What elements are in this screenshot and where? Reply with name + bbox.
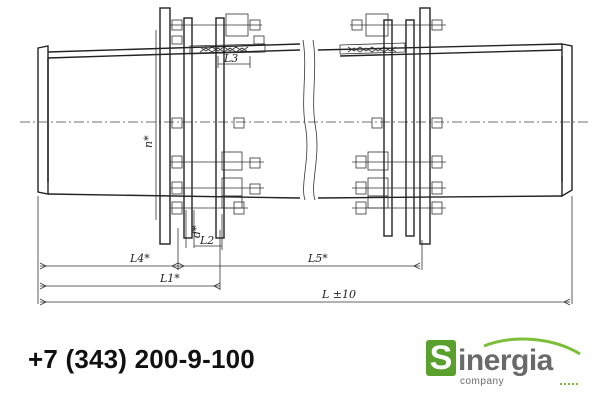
dim-label-l4: L4* (129, 252, 150, 265)
logo-initial: S (429, 339, 453, 377)
left-flange-assembly (159, 7, 265, 245)
logo-subtitle: company (460, 376, 505, 387)
dim-label-l1: L1* (159, 272, 180, 285)
phone-number: +7 (343) 200-9-100 (28, 344, 255, 374)
dim-label-n: n* (142, 135, 155, 148)
right-pipe (317, 42, 573, 199)
logo-word: inergia (458, 344, 553, 377)
left-pipe (37, 43, 301, 199)
logo-s-box (426, 340, 456, 376)
dim-label-d: d* (190, 225, 203, 238)
technical-drawing: L3 n* d* L2 L4* L5* L1* L ±10 (20, 7, 590, 306)
right-flange-assembly (350, 7, 446, 245)
dim-label-l3: L3 (223, 52, 238, 65)
dim-label-l5: L5* (307, 252, 328, 265)
break-line (302, 39, 308, 201)
logo-swoosh-icon (483, 337, 581, 385)
dim-label-l-total: L ±10 (321, 288, 356, 301)
dim-label-l2: L2 (199, 234, 214, 247)
sinergia-logo: S inergia company (424, 336, 584, 392)
dimension-lines (37, 30, 573, 306)
